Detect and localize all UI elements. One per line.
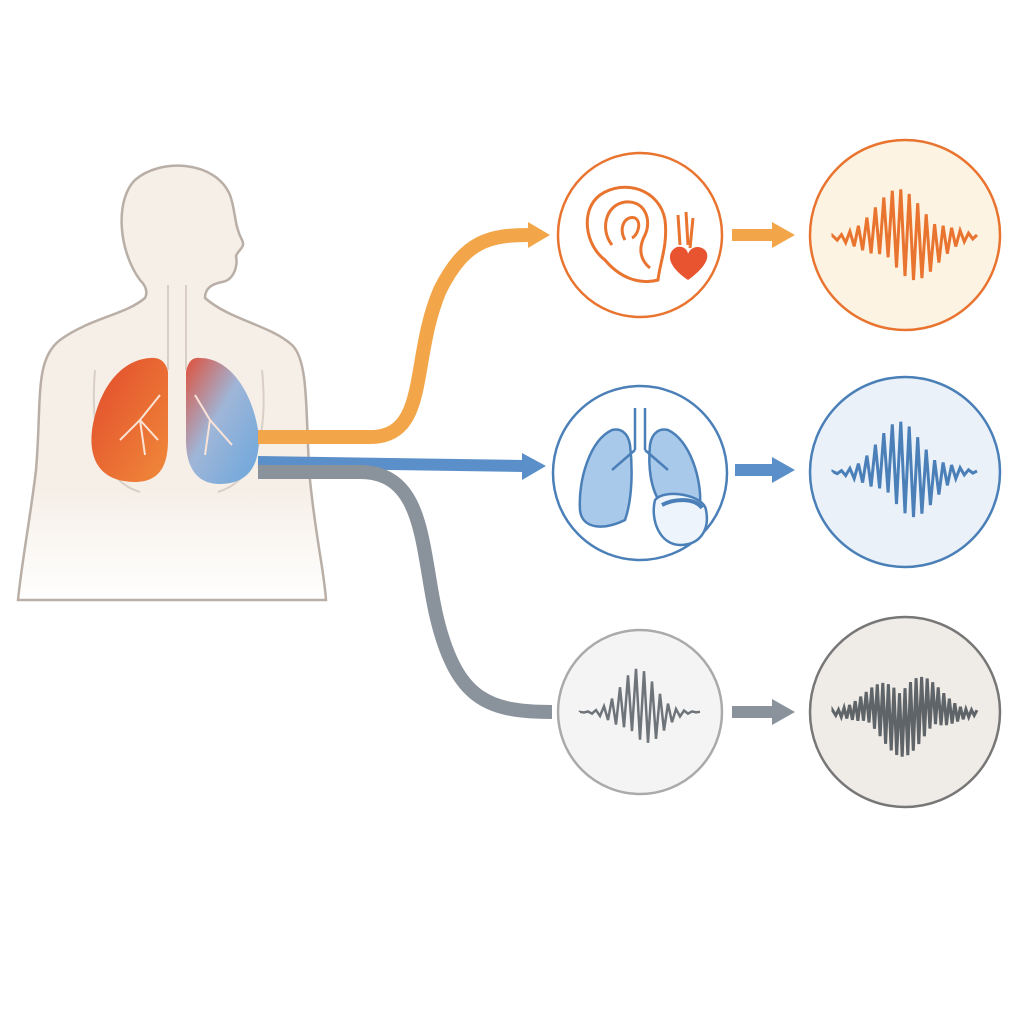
gray-flow-arrow [258,465,553,719]
orange-waveform-icon [831,189,979,281]
ear-and-heart-circle [556,151,724,319]
blue-arrowhead [522,453,546,480]
heart-icon [669,246,708,280]
small-arrowhead-1 [772,222,795,248]
left-lung [91,357,168,482]
row-1 [556,138,1002,332]
blue-waveform-icon [831,421,978,518]
bronchi [119,394,233,456]
human-torso-with-lungs-icon [16,164,328,602]
small-arrowhead-2 [772,457,795,483]
ear-and-heart-icon [585,185,695,284]
gray-waveform-circle [556,628,724,796]
dense-gray-waveform-icon [831,676,979,757]
lungs-and-stomach-icon [578,408,709,547]
blue-waveform-circle [808,375,1002,569]
body-silhouette [16,164,328,602]
row-2 [551,375,1002,569]
orange-waveform-circle [808,138,1002,332]
blue-flow-arrow [257,456,526,472]
row-3 [556,615,1002,809]
orange-arrowhead [528,222,550,248]
small-arrowhead-3 [772,699,795,725]
right-lung [186,357,259,484]
orange-flow-arrow [258,228,531,444]
trachea [167,285,187,370]
connector-arrows [257,222,553,719]
gray-waveform-icon [578,668,701,743]
